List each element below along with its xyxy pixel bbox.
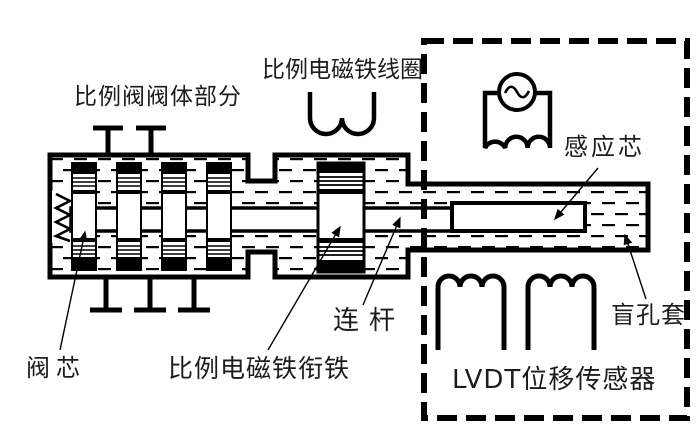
label-solenoid-coil: 比例电磁铁线圈 xyxy=(262,57,423,83)
primary-coil-icon xyxy=(482,72,553,150)
induction-core xyxy=(450,201,587,233)
top-port-2 xyxy=(136,125,166,157)
leader-blind-hole-sleeve xyxy=(623,233,647,300)
label-connecting-rod: 连杆 xyxy=(333,306,406,336)
label-armature: 比例电磁铁衔铁 xyxy=(168,354,351,383)
spring-icon xyxy=(52,191,73,243)
top-port-1 xyxy=(93,125,123,157)
leader-connecting-rod xyxy=(362,216,401,306)
label-valve-body: 比例阀阀体部分 xyxy=(74,84,242,110)
label-spool: 阀芯 xyxy=(26,354,86,382)
spool-land-1 xyxy=(71,162,97,271)
label-induction-core: 感应芯 xyxy=(564,133,645,161)
leader-spool xyxy=(59,230,88,351)
solenoid-coil-icon xyxy=(307,92,377,137)
armature xyxy=(316,161,366,274)
sine-wave-icon xyxy=(503,85,531,99)
spool-land-3 xyxy=(161,162,187,271)
bottom-port-1 xyxy=(90,275,122,313)
spool-land-4 xyxy=(206,162,232,271)
spool-land-2 xyxy=(116,162,142,271)
lvdt-boundary-box xyxy=(421,38,690,421)
bottom-port-2 xyxy=(134,275,166,313)
secondary-coil-left-icon xyxy=(435,273,507,350)
bottom-port-3 xyxy=(178,275,210,313)
secondary-coil-right-icon xyxy=(525,273,597,350)
leader-induction-core xyxy=(554,167,599,221)
leader-armature xyxy=(267,225,341,351)
label-blind-hole-sleeve: 盲孔套 xyxy=(611,301,686,329)
label-lvdt-sensor: LVDT位移传感器 xyxy=(452,365,657,395)
